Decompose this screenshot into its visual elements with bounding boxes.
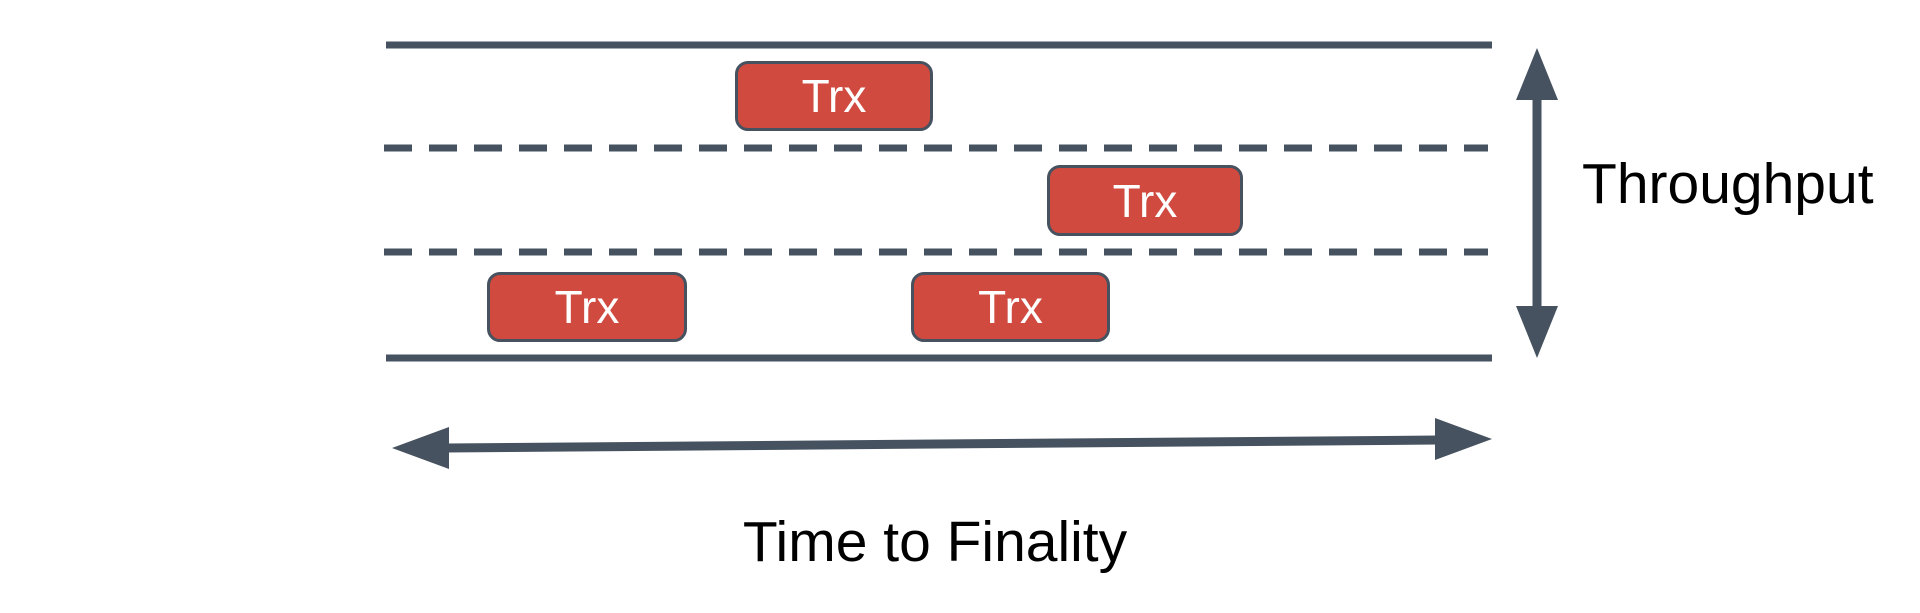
transaction-box: Trx: [735, 61, 933, 131]
arrowhead-right-icon: [1435, 418, 1492, 460]
transaction-label: Trx: [554, 281, 620, 333]
arrowhead-down-icon: [1516, 306, 1558, 358]
arrowhead-up-icon: [1516, 48, 1558, 100]
arrowhead-left-icon: [392, 427, 449, 469]
transaction-label: Trx: [1112, 174, 1178, 227]
transaction-label: Trx: [978, 281, 1043, 333]
transaction-box: Trx: [1047, 165, 1243, 236]
transaction-box: Trx: [487, 272, 687, 342]
transaction-box: Trx: [911, 272, 1110, 342]
time-to-finality-label: Time to Finality: [742, 510, 1128, 574]
time-axis-arrow: [392, 418, 1492, 469]
throughput-label: Throughput: [1582, 152, 1874, 216]
transaction-label: Trx: [801, 70, 867, 122]
time-axis-arrow-shaft: [445, 435, 1439, 453]
throughput-arrow: [1516, 48, 1558, 358]
